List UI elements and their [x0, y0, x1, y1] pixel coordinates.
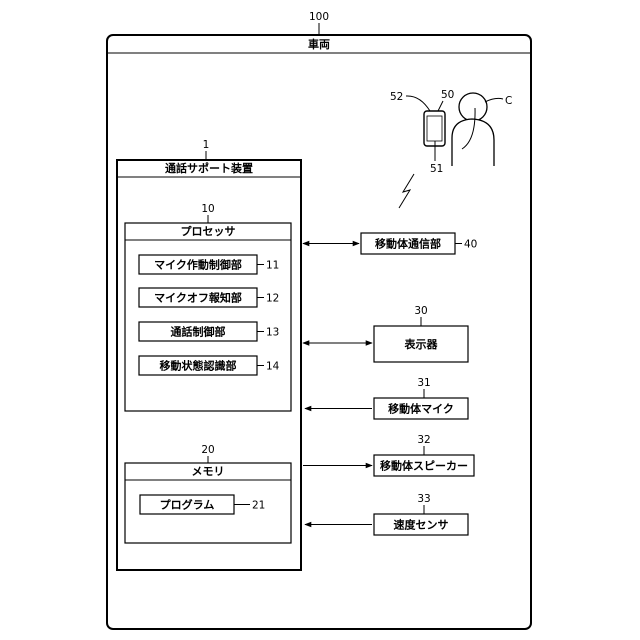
peripheral-ref: 32: [417, 434, 430, 446]
peripheral-ref: 33: [417, 493, 430, 505]
unit-label: マイク作動制御部: [154, 258, 242, 272]
unit-label: 移動状態認識部: [160, 359, 237, 373]
peripheral-label: 移動体スピーカー: [380, 459, 468, 473]
peripheral-label: 移動体通信部: [375, 237, 441, 251]
vehicle-ref: 100: [309, 11, 329, 23]
processor-ref: 10: [201, 203, 214, 215]
unit-ref: 11: [266, 260, 279, 272]
phone-ref: 50: [441, 89, 454, 101]
unit-ref: 14: [266, 361, 280, 373]
unit-label: 通話制御部: [171, 325, 226, 339]
peripheral-ref: 30: [414, 305, 427, 317]
program-label: プログラム: [160, 498, 215, 512]
peripheral-label: 表示器: [404, 337, 439, 351]
unit-label: マイクオフ報知部: [154, 291, 242, 305]
memory-ref: 20: [201, 444, 214, 456]
peripheral-ref: 40: [464, 239, 477, 251]
memory-label: メモリ: [192, 465, 225, 478]
camera-ref: 52: [390, 91, 403, 103]
processor-block: プロセッサ: [125, 223, 291, 411]
unit-ref: 13: [266, 327, 279, 339]
smartphone-icon: [424, 111, 445, 146]
phone-screen-icon: [427, 116, 442, 141]
user-ref: C: [505, 95, 512, 107]
vehicle-label: 車両: [308, 37, 330, 51]
peripheral-label: 移動体マイク: [388, 402, 454, 416]
processor-label: プロセッサ: [181, 224, 236, 238]
peripheral-ref: 31: [417, 377, 430, 389]
unit-ref: 12: [266, 293, 279, 305]
device-ref: 1: [203, 139, 210, 151]
screen-ref: 51: [430, 163, 443, 175]
device-label: 通話サポート装置: [165, 161, 253, 175]
peripheral-label: 速度センサ: [394, 518, 449, 532]
program-ref: 21: [252, 500, 265, 512]
